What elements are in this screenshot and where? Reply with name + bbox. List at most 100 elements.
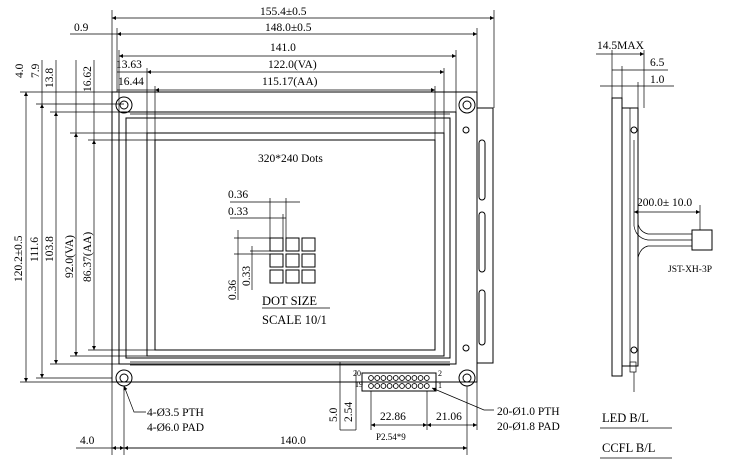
header-pin bbox=[423, 375, 430, 381]
pin-label-1: 1 bbox=[438, 381, 442, 390]
dot-grid bbox=[269, 237, 316, 284]
dim-21-06: 21.06 bbox=[436, 411, 462, 423]
dim-103-8: 103.8 bbox=[44, 236, 56, 262]
dim-13-63: 13.63 bbox=[116, 59, 142, 71]
mount-hole-top-right bbox=[458, 96, 476, 114]
dim-22-86: 22.86 bbox=[380, 411, 406, 423]
header-pin bbox=[368, 383, 374, 389]
side-clip-bottom bbox=[630, 346, 638, 354]
dim-155-4: 155.4±0.5 bbox=[260, 6, 307, 18]
dim-4-0-bottom: 4.0 bbox=[80, 435, 95, 447]
dim-5-0: 5.0 bbox=[328, 407, 340, 422]
header-pin bbox=[374, 375, 381, 381]
dots-title: 320*240 Dots bbox=[258, 153, 323, 165]
header-pin bbox=[392, 375, 399, 381]
dot-detail: 320*240 Dots 0.36 0.33 0.36 0.33 DOT SIZ… bbox=[227, 153, 330, 327]
small-hole-1 bbox=[462, 126, 470, 134]
dim-86-37-aa: 86.37(AA) bbox=[82, 232, 94, 282]
tab-slot-2 bbox=[478, 211, 486, 273]
tab-slot-3 bbox=[478, 289, 486, 346]
pin-header bbox=[361, 372, 437, 392]
note-pad-6-0: 4-Ø6.0 PAD bbox=[147, 422, 204, 434]
side-clip-top bbox=[630, 126, 638, 134]
dim-16-62: 16.62 bbox=[82, 66, 94, 92]
header-pin bbox=[368, 375, 374, 381]
pin-label-2: 2 bbox=[438, 369, 442, 378]
pixel-dot bbox=[285, 237, 300, 252]
top-dimensions: 155.4±0.5 148.0±0.5 141.0 122.0(VA) 115.… bbox=[70, 6, 495, 140]
bezel-side-tab bbox=[476, 107, 494, 364]
pixel-dot bbox=[301, 269, 316, 284]
note-pth-1-0: 20-Ø1.0 PTH bbox=[497, 406, 560, 418]
side-pcb bbox=[611, 97, 623, 377]
pixel-dot bbox=[269, 253, 284, 268]
header-pin bbox=[386, 383, 393, 389]
pcb-outline bbox=[111, 91, 478, 383]
bezel-inner bbox=[125, 117, 451, 359]
pixel-dot bbox=[269, 237, 284, 252]
dim-13-8: 13.8 bbox=[44, 68, 56, 88]
dim-120-2: 120.2±0.5 bbox=[13, 235, 25, 282]
header-pin bbox=[386, 375, 393, 381]
header-pin bbox=[411, 375, 418, 381]
pin-label-20: 20 bbox=[353, 369, 361, 378]
dim-7-9: 7.9 bbox=[30, 63, 42, 78]
dim-cable-200: 200.0± 10.0 bbox=[637, 197, 692, 209]
header-pin bbox=[399, 375, 405, 381]
dot-size-v: 0.33 bbox=[241, 266, 253, 286]
active-area bbox=[154, 139, 436, 351]
viewing-area bbox=[146, 132, 445, 357]
header-pin bbox=[380, 383, 387, 389]
dim-140: 140.0 bbox=[280, 435, 306, 447]
dim-2-54: 2.54 bbox=[343, 402, 355, 422]
dot-pitch-v: 0.36 bbox=[227, 280, 239, 300]
dim-111-6: 111.6 bbox=[29, 237, 41, 262]
dim-16-44: 16.44 bbox=[118, 76, 144, 88]
dim-1-0: 1.0 bbox=[650, 74, 665, 86]
bottom-dimensions: 4.0 140.0 5.0 2.54 22.86 P2.54*9 21.06 2… bbox=[76, 362, 478, 455]
cable-upper bbox=[633, 140, 692, 241]
dim-122-va: 122.0(VA) bbox=[268, 59, 317, 71]
dim-148: 148.0±0.5 bbox=[265, 22, 312, 34]
header-pin bbox=[405, 383, 412, 389]
dim-0-9: 0.9 bbox=[74, 22, 89, 34]
header-pin bbox=[417, 383, 424, 389]
mount-hole-top-left bbox=[115, 96, 133, 114]
pixel-dot bbox=[301, 237, 316, 252]
header-pin bbox=[380, 375, 387, 381]
mount-hole-bottom-left bbox=[115, 369, 133, 387]
side-pin bbox=[629, 361, 637, 373]
dot-size-h: 0.33 bbox=[228, 206, 248, 218]
pixel-dot bbox=[301, 253, 316, 268]
small-hole-2 bbox=[462, 344, 470, 352]
header-pin bbox=[374, 383, 381, 389]
pixel-dot bbox=[285, 269, 300, 284]
scale-label: SCALE 10/1 bbox=[262, 313, 327, 327]
header-pin bbox=[392, 383, 399, 389]
note-pad-1-8: 20-Ø1.8 PAD bbox=[497, 421, 560, 433]
connector-label: JST-XH-3P bbox=[668, 265, 712, 275]
connector-body bbox=[691, 229, 713, 251]
pin-pitch: P2.54*9 bbox=[376, 432, 406, 442]
header-pin bbox=[417, 375, 424, 381]
left-dimensions: 4.0 7.9 13.8 16.62 120.2±0.5 111.6 103.8… bbox=[13, 60, 155, 383]
dim-141: 141.0 bbox=[270, 42, 296, 54]
tab-slot-1 bbox=[478, 139, 486, 201]
dim-92-va: 92.0(VA) bbox=[64, 235, 76, 278]
dot-size-label: DOT SIZE bbox=[262, 294, 317, 308]
cable-lower bbox=[637, 245, 692, 259]
header-pin bbox=[423, 383, 430, 389]
front-view bbox=[111, 91, 494, 392]
side-view: 200.0± 10.0 JST-XH-3P 14.5MAX 6.5 1.0 LE… bbox=[596, 40, 713, 459]
dim-115-aa: 115.17(AA) bbox=[262, 76, 318, 88]
mount-hole-bottom-right bbox=[458, 369, 476, 387]
cable-upper-2 bbox=[637, 140, 692, 235]
led-bl-label: LED B/L bbox=[602, 411, 649, 425]
pixel-dot bbox=[269, 269, 284, 284]
header-pin bbox=[399, 383, 405, 389]
ccfl-bl-label: CCFL B/L bbox=[602, 441, 655, 455]
leader-notes: 4-Ø3.5 PTH 4-Ø6.0 PAD 20-Ø1.0 PTH 20-Ø1.… bbox=[123, 385, 560, 434]
dot-pitch-h: 0.36 bbox=[228, 189, 248, 201]
header-pin bbox=[405, 375, 412, 381]
dim-6-5: 6.5 bbox=[650, 57, 665, 69]
